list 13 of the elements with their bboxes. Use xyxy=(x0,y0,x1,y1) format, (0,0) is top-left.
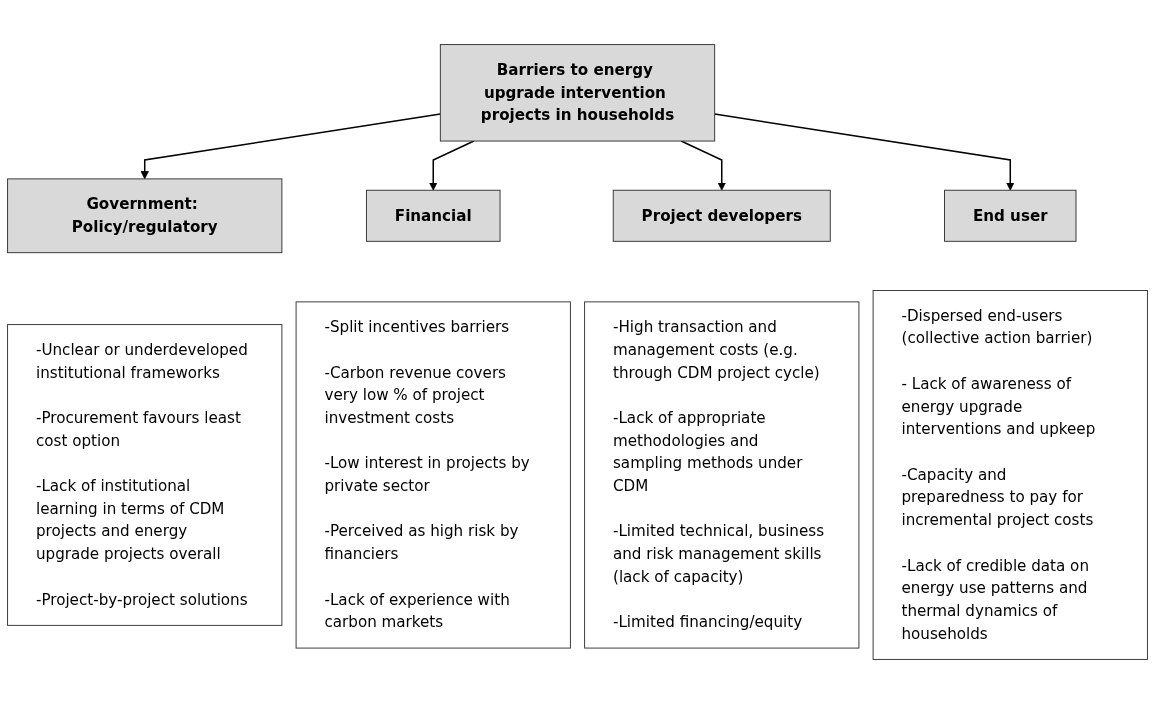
arrow xyxy=(680,140,726,191)
arrow xyxy=(713,113,1015,191)
node-box: End user xyxy=(944,189,1077,242)
arrow xyxy=(140,113,442,180)
node-box: -Unclear or underdeveloped institutional frameworks -Procurement favours least cost option -Lack of institutional learning in terms of CDM projects and energy upgrade projects overall -Project-by-project solutions xyxy=(7,324,283,626)
arrow xyxy=(429,140,475,191)
node-box: -Dispersed end-users (collective action barrier) - Lack of awareness of energy upgrade interventions and upkeep -Capacity and preparedness to pay for incremental project costs -Lack of credible data on energy use patterns and thermal dynamics of households xyxy=(872,290,1148,660)
node-box: -High transaction and management costs (e.g. through CDM project cycle) -Lack of appropriate methodologies and sampling methods under CDM -Limited technical, business and risk management skills (lack of capacity) -Limited financing/equity xyxy=(584,301,860,649)
node-box: Government: Policy/regulatory xyxy=(7,178,283,254)
node-box: Financial xyxy=(365,189,501,242)
node-box: Project developers xyxy=(612,189,831,242)
node-box: -Split incentives barriers -Carbon revenue covers very low % of project investment costs -Low interest in projects by private sector -Perceived as high risk by financiers -Lack of experience with carbon markets xyxy=(295,301,571,649)
node-box: Barriers to energy upgrade intervention projects in households xyxy=(439,44,716,142)
